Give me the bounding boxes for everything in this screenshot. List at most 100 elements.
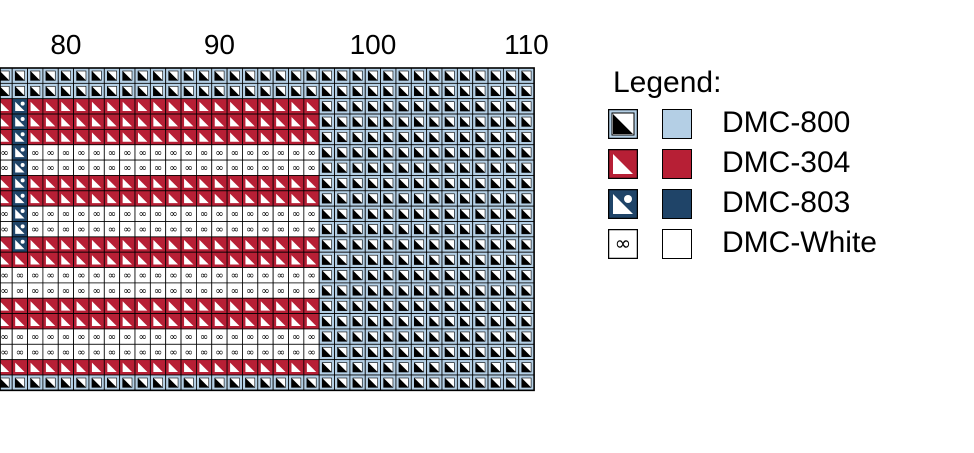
stitch-cell — [502, 205, 520, 222]
stitch-cell — [57, 175, 75, 192]
stitch-cell: ∞ — [57, 205, 75, 222]
svg-text:∞: ∞ — [185, 225, 193, 236]
stitch-cell — [27, 128, 44, 146]
stitch-cell: ∞ — [303, 205, 320, 222]
stitch-cell: ∞ — [119, 343, 136, 361]
svg-text:∞: ∞ — [154, 225, 162, 236]
stitch-cell: ∞ — [149, 205, 167, 222]
stitch-cell: ∞ — [272, 267, 289, 284]
stitch-cell — [272, 113, 289, 130]
stitch-cell — [410, 159, 428, 176]
stitch-cell: ∞ — [288, 282, 305, 299]
stitch-cell — [456, 190, 474, 207]
stitch-cell: ∞ — [149, 159, 167, 176]
stitch-cell — [487, 343, 504, 361]
svg-text:∞: ∞ — [307, 286, 315, 297]
stitch-cell — [134, 251, 151, 268]
stitch-cell — [349, 297, 366, 315]
stitch-cell: ∞ — [303, 144, 320, 161]
svg-text:∞: ∞ — [77, 148, 85, 159]
stitch-cell — [288, 113, 305, 130]
stitch-cell — [380, 328, 397, 345]
stitch-cell — [165, 313, 182, 330]
stitch-cell — [518, 251, 535, 268]
stitch-cell — [380, 297, 397, 315]
svg-text:∞: ∞ — [246, 286, 254, 297]
stitch-cell — [349, 128, 366, 146]
stitch-cell — [0, 251, 13, 268]
stitch-cell — [88, 128, 105, 146]
stitch-cell — [334, 282, 351, 299]
stitch-cell — [272, 374, 289, 391]
stitch-cell — [349, 343, 366, 361]
stitch-cell — [472, 359, 489, 376]
stitch-cell — [11, 144, 28, 161]
stitch-cell — [426, 98, 443, 115]
stitch-cell — [257, 251, 274, 268]
stitch-cell: ∞ — [226, 205, 243, 222]
svg-text:∞: ∞ — [46, 148, 54, 159]
stitch-cell — [441, 374, 458, 391]
stitch-cell: ∞ — [242, 205, 259, 222]
stitch-cell — [334, 359, 351, 376]
stitch-cell: ∞ — [226, 282, 243, 299]
stitch-cell — [410, 82, 428, 100]
stitch-cell — [334, 221, 351, 238]
stitch-cell: ∞ — [11, 282, 28, 299]
stitch-cell — [226, 98, 243, 115]
stitch-cell: ∞ — [42, 205, 59, 222]
stitch-cell: ∞ — [73, 282, 90, 299]
stitch-cell — [441, 359, 458, 376]
stitch-cell: ∞ — [27, 267, 44, 284]
stitch-cell — [257, 175, 274, 192]
stitch-cell — [410, 190, 428, 207]
stitch-cell — [456, 328, 474, 345]
stitch-cell — [226, 313, 243, 330]
stitch-cell: ∞ — [134, 144, 151, 161]
svg-text:∞: ∞ — [108, 286, 116, 297]
stitch-cell — [288, 374, 305, 391]
stitch-cell — [11, 190, 28, 207]
stitch-cell — [149, 297, 167, 315]
stitch-cell — [42, 190, 59, 207]
svg-text:∞: ∞ — [169, 347, 177, 358]
stitch-cell — [334, 328, 351, 345]
svg-text:∞: ∞ — [307, 209, 315, 220]
stitch-cell — [472, 144, 489, 161]
stitch-cell — [11, 236, 28, 253]
stitch-cell — [395, 282, 412, 299]
svg-text:∞: ∞ — [307, 225, 315, 236]
stitch-cell — [456, 221, 474, 238]
stitch-cell — [487, 297, 504, 315]
stitch-cell: ∞ — [165, 343, 182, 361]
stitch-cell — [226, 82, 243, 100]
stitch-cell — [272, 251, 289, 268]
stitch-cell — [334, 190, 351, 207]
stitch-cell — [42, 128, 59, 146]
stitch-cell — [487, 82, 504, 100]
stitch-cell: ∞ — [42, 282, 59, 299]
svg-text:∞: ∞ — [154, 148, 162, 159]
stitch-cell — [456, 251, 474, 268]
stitch-cell — [518, 328, 535, 345]
stitch-cell — [472, 236, 489, 253]
stitch-cell — [472, 343, 489, 361]
stitch-cell — [395, 159, 412, 176]
stitch-cell — [119, 113, 136, 130]
stitch-cell — [410, 267, 428, 284]
stitch-cell — [0, 374, 13, 391]
stitch-cell — [288, 359, 305, 376]
stitch-cell — [11, 359, 28, 376]
svg-text:∞: ∞ — [215, 332, 223, 343]
stitch-cell — [103, 128, 121, 146]
stitch-cell: ∞ — [180, 343, 197, 361]
stitch-cell — [0, 98, 13, 115]
stitch-cell — [27, 190, 44, 207]
svg-text:∞: ∞ — [46, 347, 54, 358]
stitch-cell — [11, 221, 28, 238]
stitch-cell: ∞ — [226, 221, 243, 238]
stitch-cell — [364, 282, 382, 299]
stitch-cell — [349, 190, 366, 207]
svg-text:∞: ∞ — [31, 225, 39, 236]
stitch-cell — [180, 313, 197, 330]
